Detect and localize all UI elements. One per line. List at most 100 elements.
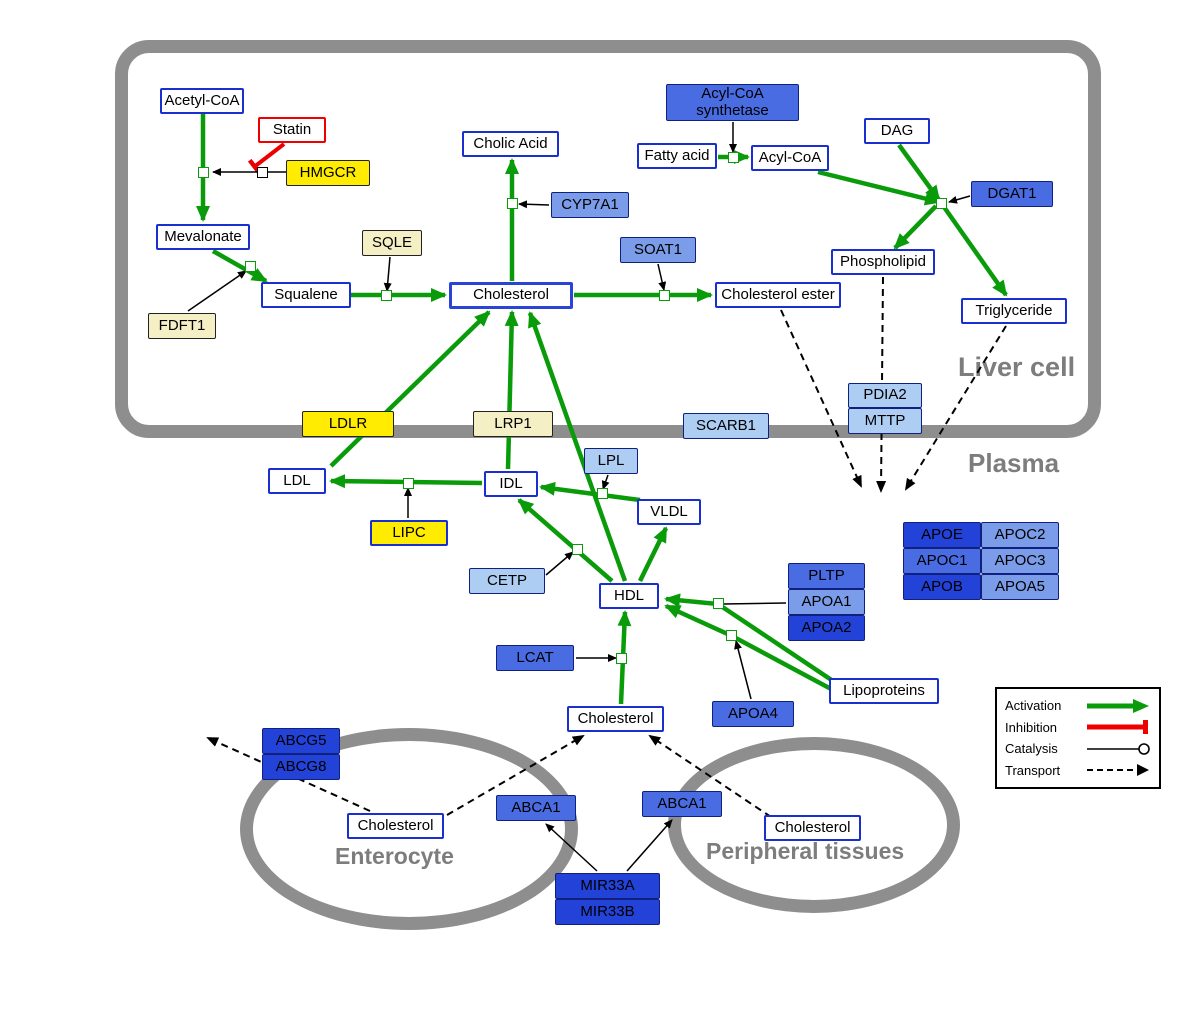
edge-activation-8 bbox=[942, 205, 1008, 297]
edge-activation-12 bbox=[527, 311, 628, 582]
node-abcg8[interactable]: ABCG8 bbox=[262, 754, 340, 780]
edge-catalysis-34 bbox=[545, 823, 598, 872]
node-abcg5[interactable]: ABCG5 bbox=[262, 728, 340, 754]
edge-transport-41 bbox=[648, 734, 772, 818]
node-dag[interactable]: DAG bbox=[864, 118, 930, 144]
node-cholic-acid[interactable]: Cholic Acid bbox=[462, 131, 559, 157]
node-apoa5[interactable]: APOA5 bbox=[981, 574, 1059, 600]
legend: Activation Inhibition Catalysis Transpor… bbox=[995, 687, 1161, 789]
node-apob[interactable]: APOB bbox=[903, 574, 981, 600]
node-apoc1[interactable]: APOC1 bbox=[903, 548, 981, 574]
node-mir33b[interactable]: MIR33B bbox=[555, 899, 660, 925]
node-apoc3[interactable]: APOC3 bbox=[981, 548, 1059, 574]
node-lipoproteins[interactable]: Lipoproteins bbox=[829, 678, 939, 704]
liver-cell-label: Liver cell bbox=[958, 352, 1076, 382]
node-statin[interactable]: Statin bbox=[258, 117, 326, 143]
node-mir33a[interactable]: MIR33A bbox=[555, 873, 660, 899]
edge-inhibition-20 bbox=[247, 142, 286, 175]
edge-transport-40 bbox=[446, 734, 585, 816]
node-cetp[interactable]: CETP bbox=[469, 568, 545, 594]
node-fdft1[interactable]: FDFT1 bbox=[148, 313, 216, 339]
edge-catalysis-33 bbox=[734, 640, 752, 700]
node-apoa2[interactable]: APOA2 bbox=[788, 615, 865, 641]
node-cholesterol-enterocyte[interactable]: Cholesterol bbox=[347, 813, 444, 839]
node-soat1[interactable]: SOAT1 bbox=[620, 237, 696, 263]
node-vldl[interactable]: VLDL bbox=[637, 499, 701, 525]
edge-activation-6 bbox=[817, 169, 941, 206]
edge-catalysis-24 bbox=[518, 200, 550, 209]
node-lpl[interactable]: LPL bbox=[584, 448, 638, 474]
legend-activation-label: Activation bbox=[1005, 698, 1062, 714]
node-cholesterol-plasma[interactable]: Cholesterol bbox=[567, 706, 664, 732]
edge-activation-15 bbox=[637, 526, 669, 582]
edge-catalysis-23 bbox=[383, 256, 392, 292]
plasma-label: Plasma bbox=[968, 448, 1060, 478]
node-fatty-acid[interactable]: Fatty acid bbox=[637, 143, 717, 169]
legend-inhibition-label: Inhibition bbox=[1005, 719, 1058, 735]
legend-activation: Activation bbox=[1005, 695, 1151, 717]
peripheral-tissues-label: Peripheral tissues bbox=[706, 838, 905, 864]
edge-catalysis-27 bbox=[948, 195, 971, 204]
edge-activation-9 bbox=[893, 204, 938, 250]
node-cholesterol-peripheral[interactable]: Cholesterol bbox=[764, 815, 861, 841]
node-acyl-coa[interactable]: Acyl-CoA bbox=[751, 145, 829, 171]
node-hdl[interactable]: HDL bbox=[599, 583, 659, 609]
edge-transport-37 bbox=[780, 309, 862, 488]
node-hmgcr[interactable]: HMGCR bbox=[286, 160, 370, 186]
node-cholesterol-ester[interactable]: Cholesterol ester bbox=[715, 282, 841, 308]
node-mttp[interactable]: MTTP bbox=[848, 408, 922, 434]
node-acyl-coa-synthetase[interactable]: Acyl-CoA synthetase bbox=[666, 84, 799, 121]
node-phospholipid[interactable]: Phospholipid bbox=[831, 249, 935, 275]
legend-catalysis: Catalysis bbox=[1005, 738, 1151, 760]
inhibition-tee-icon bbox=[1087, 720, 1148, 735]
edge-transport-38 bbox=[904, 325, 1007, 491]
node-lrp1[interactable]: LRP1 bbox=[473, 411, 553, 437]
edge-activation-10 bbox=[329, 310, 491, 468]
node-ldl[interactable]: LDL bbox=[268, 468, 326, 494]
node-lipc[interactable]: LIPC bbox=[370, 520, 448, 546]
edge-catalysis-30 bbox=[545, 551, 574, 576]
node-triglyceride[interactable]: Triglyceride bbox=[961, 298, 1067, 324]
node-acetyl-coa[interactable]: Acetyl-CoA bbox=[160, 88, 244, 114]
edge-activation-17 bbox=[617, 610, 632, 705]
node-dgat1[interactable]: DGAT1 bbox=[971, 181, 1053, 207]
node-lcat[interactable]: LCAT bbox=[496, 645, 574, 671]
node-apoa4[interactable]: APOA4 bbox=[712, 701, 794, 727]
legend-transport: Transport bbox=[1005, 760, 1151, 782]
node-sqle[interactable]: SQLE bbox=[362, 230, 422, 256]
node-scarb1[interactable]: SCARB1 bbox=[683, 413, 769, 439]
edge-activation-1 bbox=[211, 249, 268, 283]
edge-activation-14 bbox=[539, 481, 641, 503]
edge-activation-11 bbox=[504, 310, 519, 470]
edge-plain-32 bbox=[723, 602, 787, 605]
node-abca1-right[interactable]: ABCA1 bbox=[642, 791, 722, 817]
edge-catalysis-25 bbox=[657, 263, 667, 291]
edge-catalysis-22 bbox=[187, 270, 247, 312]
node-cholesterol-liver[interactable]: Cholesterol bbox=[449, 282, 573, 309]
node-apoe[interactable]: APOE bbox=[903, 522, 981, 548]
activation-arrow-icon bbox=[1087, 698, 1149, 713]
node-apoa1[interactable]: APOA1 bbox=[788, 589, 865, 615]
node-abca1-left[interactable]: ABCA1 bbox=[496, 795, 576, 821]
edge-catalysis-35 bbox=[626, 819, 673, 872]
node-mevalonate[interactable]: Mevalonate bbox=[156, 224, 250, 250]
edge-activation-13 bbox=[329, 474, 483, 489]
node-pltp[interactable]: PLTP bbox=[788, 563, 865, 589]
legend-inhibition: Inhibition bbox=[1005, 717, 1151, 739]
edge-catalysis-29 bbox=[601, 474, 610, 490]
enterocyte-label: Enterocyte bbox=[335, 843, 454, 869]
node-squalene[interactable]: Squalene bbox=[261, 282, 351, 308]
node-apoc2[interactable]: APOC2 bbox=[981, 522, 1059, 548]
node-idl[interactable]: IDL bbox=[484, 471, 538, 497]
transport-arrow-icon bbox=[1087, 764, 1149, 777]
node-ldlr[interactable]: LDLR bbox=[302, 411, 394, 437]
legend-transport-label: Transport bbox=[1005, 762, 1061, 778]
edge-activation-16 bbox=[517, 498, 614, 583]
node-pdia2[interactable]: PDIA2 bbox=[848, 383, 922, 408]
catalysis-circle-icon bbox=[1087, 742, 1150, 755]
legend-catalysis-label: Catalysis bbox=[1005, 741, 1058, 757]
node-cyp7a1[interactable]: CYP7A1 bbox=[551, 192, 629, 218]
